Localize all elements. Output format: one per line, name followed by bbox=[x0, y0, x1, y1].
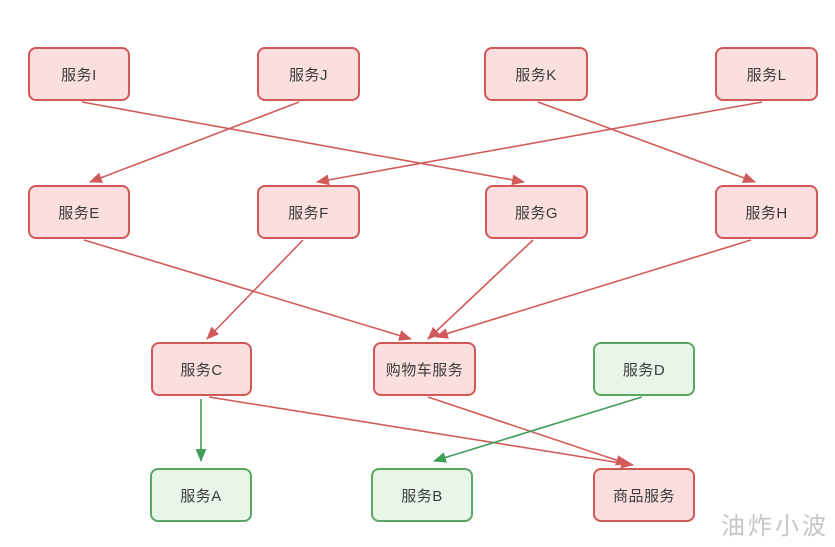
edge-service-i-to-service-g bbox=[81, 101, 526, 186]
node-label-service-a: 服务A bbox=[180, 487, 222, 505]
edge-service-l-to-service-f bbox=[315, 101, 763, 186]
edge-service-c-to-goods-service bbox=[208, 396, 635, 469]
watermark: 油炸小波 bbox=[721, 513, 829, 540]
node-label-service-k: 服务K bbox=[515, 66, 557, 84]
edge-cart-service-to-goods-service bbox=[427, 396, 630, 466]
node-service-b: 服务B bbox=[371, 468, 473, 522]
edge-service-e-to-cart-service bbox=[83, 239, 413, 341]
edge-service-f-to-service-c bbox=[206, 239, 304, 340]
node-service-j: 服务J bbox=[257, 47, 360, 101]
node-goods-service: 商品服务 bbox=[593, 468, 695, 522]
node-service-h: 服务H bbox=[715, 185, 818, 239]
node-service-g: 服务G bbox=[485, 185, 588, 239]
node-service-e: 服务E bbox=[28, 185, 130, 239]
node-label-service-c: 服务C bbox=[180, 361, 223, 379]
node-service-d: 服务D bbox=[593, 342, 695, 396]
node-service-k: 服务K bbox=[484, 47, 588, 101]
node-label-service-g: 服务G bbox=[514, 204, 559, 222]
node-label-service-d: 服务D bbox=[622, 361, 666, 379]
node-label-service-l: 服务L bbox=[746, 66, 787, 84]
node-service-f: 服务F bbox=[257, 185, 360, 239]
node-service-c: 服务C bbox=[151, 342, 252, 396]
edge-service-k-to-service-h bbox=[537, 101, 757, 183]
node-label-service-f: 服务F bbox=[288, 204, 329, 222]
edge-service-h-to-cart-service bbox=[434, 239, 752, 339]
edge-service-d-to-service-b bbox=[432, 396, 643, 463]
node-label-service-h: 服务H bbox=[745, 204, 788, 222]
node-label-cart-service: 购物车服务 bbox=[385, 361, 464, 379]
node-label-service-i: 服务I bbox=[61, 66, 97, 84]
edge-service-g-to-cart-service bbox=[427, 239, 534, 340]
edge-service-j-to-service-e bbox=[88, 101, 300, 183]
node-label-service-e: 服务E bbox=[58, 204, 100, 222]
node-service-a: 服务A bbox=[150, 468, 252, 522]
node-label-goods-service: 商品服务 bbox=[612, 487, 675, 505]
node-label-service-b: 服务B bbox=[401, 487, 443, 505]
node-cart-service: 购物车服务 bbox=[373, 342, 476, 396]
node-service-i: 服务I bbox=[28, 47, 130, 101]
node-label-service-j: 服务J bbox=[288, 66, 328, 84]
node-service-l: 服务L bbox=[715, 47, 818, 101]
